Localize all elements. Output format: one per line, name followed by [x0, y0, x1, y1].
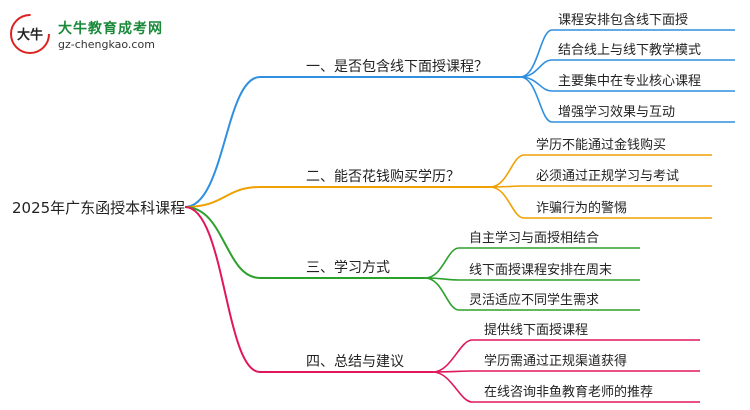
- leaf-label: 诈骗行为的警惕: [536, 200, 627, 216]
- leaf-connector: [519, 76, 735, 123]
- leaf-label: 提供线下面授课程: [484, 322, 588, 338]
- branch-connector: [184, 206, 300, 373]
- leaf-connector: [519, 59, 735, 78]
- leaf-label: 学历需通过正规渠道获得: [484, 353, 627, 369]
- leaf-label: 课程安排包含线下面授: [558, 12, 688, 28]
- leaf-connector: [489, 185, 712, 188]
- logo-mark-icon: 大牛: [10, 14, 50, 54]
- leaf-label: 自主学习与面授相结合: [469, 230, 599, 246]
- leaf-connector: [432, 339, 700, 373]
- leaf-label: 在线咨询非鱼教育老师的推荐: [484, 384, 653, 400]
- leaf-connector: [489, 154, 712, 188]
- leaf-connector: [432, 371, 700, 403]
- logo-site-url: gz-chengkao.com: [58, 38, 155, 51]
- leaf-label: 主要集中在专业核心课程: [558, 73, 701, 89]
- branch-connector: [184, 206, 300, 279]
- root-node: 2025年广东函授本科课程: [12, 199, 185, 217]
- branch-label: 二、能否花钱购买学历？: [306, 169, 460, 185]
- branch-connector: [184, 186, 300, 208]
- logo-mark-text: 大牛: [17, 27, 43, 43]
- branch-label: 四、总结与建议: [306, 354, 404, 370]
- leaf-connector: [424, 277, 640, 311]
- leaf-connector: [489, 186, 712, 219]
- branch-label: 三、学习方式: [306, 260, 390, 276]
- leaf-connector: [424, 247, 640, 279]
- branch-label: 一、是否包含线下面授课程？: [306, 59, 488, 75]
- leaf-connector: [519, 29, 735, 78]
- leaf-label: 结合线上与线下教学模式: [558, 42, 701, 58]
- branch-connector: [184, 76, 300, 208]
- branch-1[interactable]: 一、是否包含线下面授课程？ 课程安排包含线下面授结合线上与线下教学模式主要集中在专…: [184, 12, 735, 208]
- leaf-connector: [432, 370, 700, 373]
- leaf-label: 必须通过正规学习与考试: [536, 168, 679, 184]
- site-logo[interactable]: 大牛 大牛教育成考网 gz-chengkao.com: [8, 12, 178, 56]
- leaf-label: 增强学习效果与互动: [558, 104, 675, 120]
- leaf-connector: [424, 277, 640, 281]
- leaf-label: 学历不能通过金钱购买: [536, 137, 666, 153]
- branches-layer: 一、是否包含线下面授课程？ 课程安排包含线下面授结合线上与线下教学模式主要集中在专…: [184, 12, 735, 403]
- leaf-label: 线下面授课程安排在周末: [469, 263, 612, 278]
- logo-site-name: 大牛教育成考网: [58, 21, 163, 37]
- leaf-label: 灵活适应不同学生需求: [469, 292, 599, 308]
